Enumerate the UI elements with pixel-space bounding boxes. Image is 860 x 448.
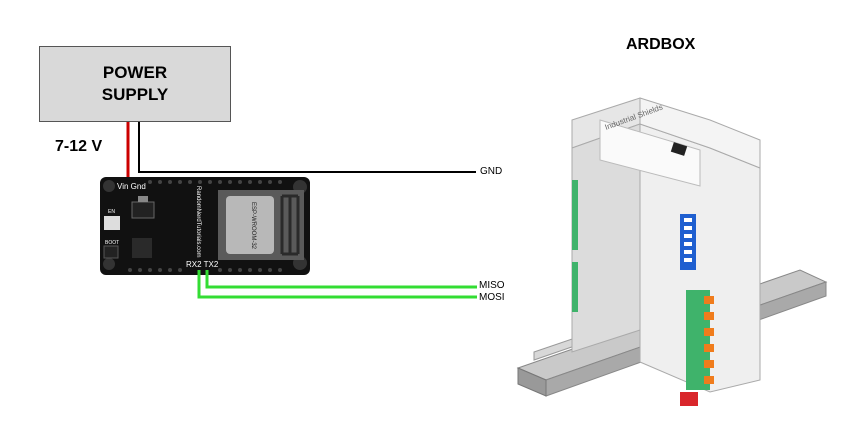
ground-wire — [138, 121, 476, 173]
mosi-wire-label: MOSI — [479, 292, 505, 303]
esp32-serial-pins-label: RX2 TX2 — [186, 260, 219, 269]
esp32-boot-label: BOOT — [105, 240, 119, 246]
miso-wire — [205, 270, 477, 289]
gnd-wire-label: GND — [480, 166, 503, 177]
esp32-board — [100, 177, 310, 275]
ardbox-device — [571, 97, 761, 406]
esp32-en-label: EN — [108, 209, 115, 215]
esp32-module-text: ESP-WROOM-32 — [250, 202, 256, 250]
power-supply-label-line2: SUPPLY — [101, 85, 169, 104]
mosi-wire — [197, 270, 477, 299]
esp32-side-text: RandomNerdTutorials.com — [195, 186, 201, 257]
power-supply-label-line1: POWER — [102, 63, 168, 82]
voltage-label: 7-12 V — [55, 138, 103, 155]
power-supply-box: POWER SUPPLY — [39, 46, 231, 122]
ardbox-title: ARDBOX — [626, 36, 696, 53]
esp32-power-pins-label: Vin Gnd — [117, 182, 146, 191]
miso-wire-label: MISO — [479, 280, 505, 291]
